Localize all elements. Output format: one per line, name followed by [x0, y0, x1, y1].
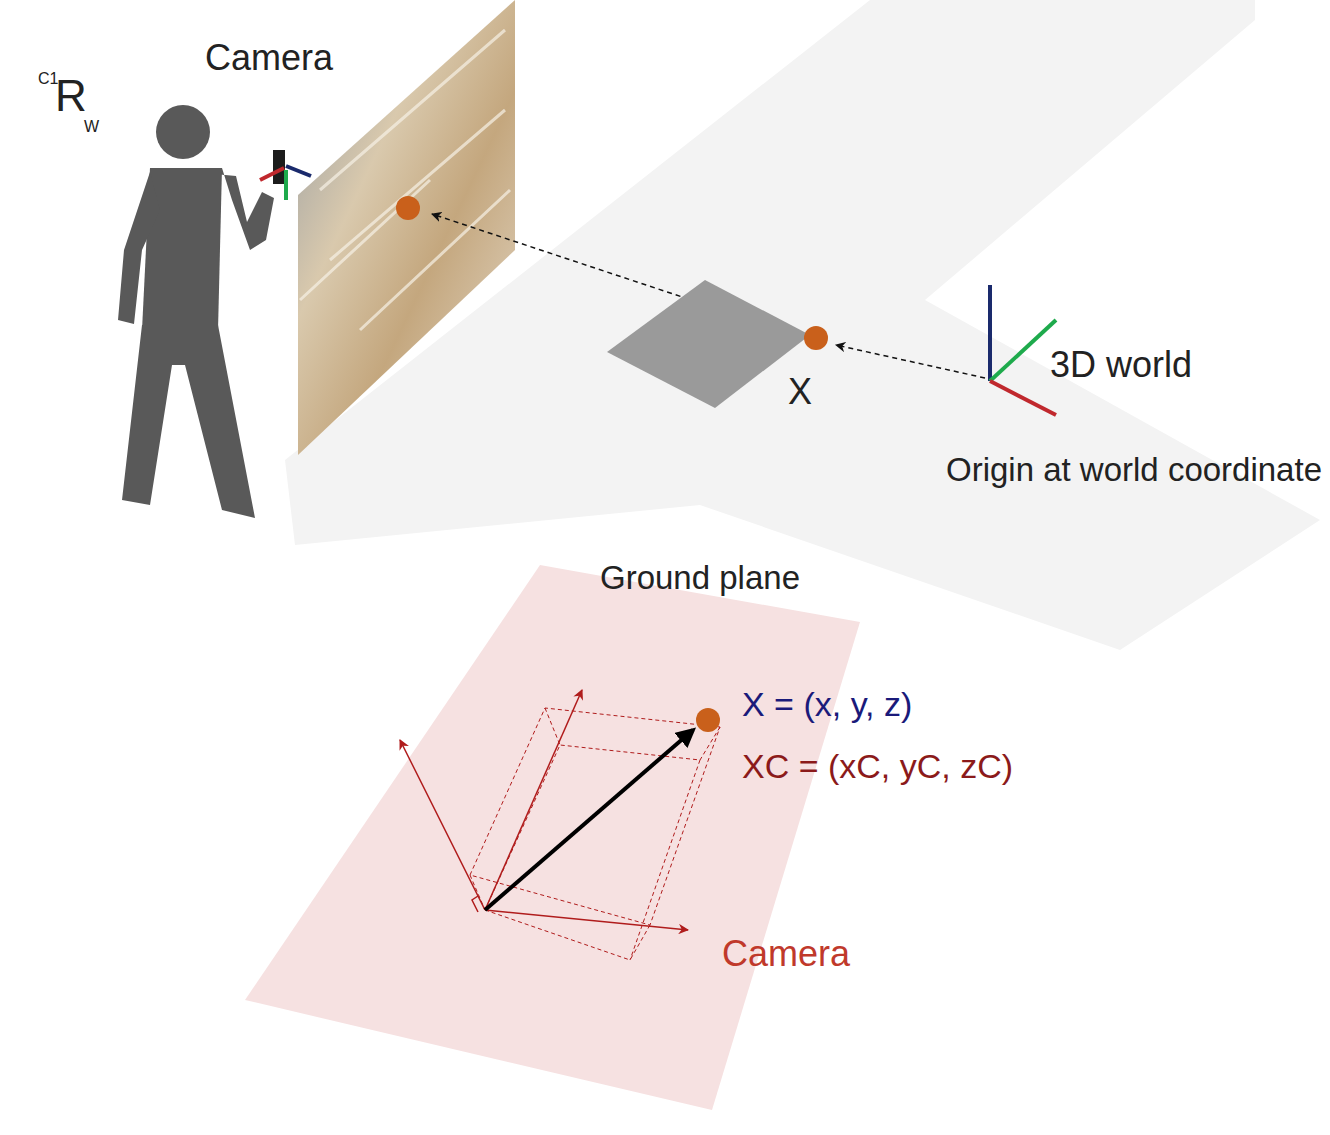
coordinate-box [470, 708, 720, 960]
point-label: X [788, 372, 812, 412]
world-coordinates: X = (x, y, z) [742, 686, 912, 723]
camera-axis-y [284, 170, 288, 200]
position-vector [485, 730, 693, 910]
camera-coordinates: XC = (xC, yC, zC) [742, 748, 1013, 785]
world-axis-y [990, 320, 1056, 381]
world-axis-z [988, 285, 992, 381]
world-axis-x [990, 381, 1056, 415]
camera-axis-x [260, 168, 284, 180]
world-point [804, 326, 828, 350]
image-point [396, 196, 420, 220]
point-camera-frame [696, 708, 720, 732]
origin-note: Origin at world coordinate [946, 452, 1322, 488]
person-silhouette [118, 105, 274, 518]
camera-axes [400, 690, 688, 930]
camera-title: Camera [205, 38, 333, 78]
world-label: 3D world [1050, 345, 1192, 385]
camera-frame-label: Camera [722, 934, 850, 974]
plane-label: Ground plane [600, 560, 800, 596]
planar-patch [607, 280, 810, 408]
position-ray [836, 345, 985, 378]
rotation-symbol: R [55, 72, 87, 120]
background-band [285, 0, 1320, 650]
camera-axis-z [286, 166, 311, 176]
ground-plane [245, 565, 860, 1110]
frame-subscript: W [84, 118, 99, 136]
